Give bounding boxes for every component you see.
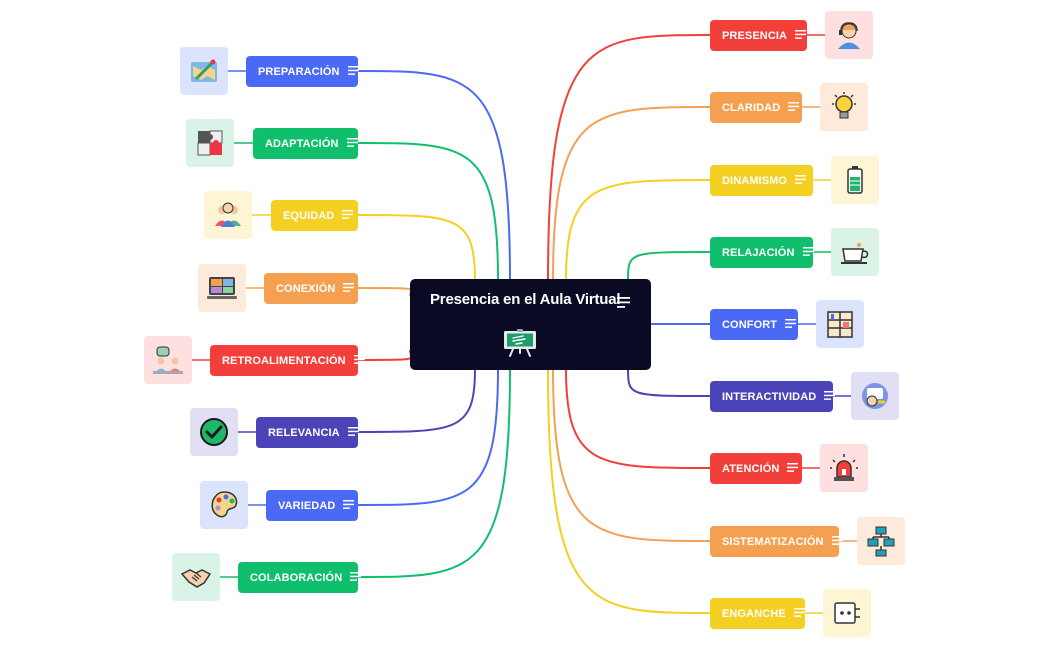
connector-line bbox=[357, 142, 499, 281]
topic-label: CLARIDAD bbox=[722, 101, 781, 114]
topic-presencia[interactable]: PRESENCIA bbox=[710, 20, 807, 51]
connector-line bbox=[565, 179, 711, 281]
topic-claridad[interactable]: CLARIDAD bbox=[710, 92, 802, 123]
presentation-board-icon bbox=[503, 329, 537, 362]
shelf-icon bbox=[816, 300, 864, 348]
topic-enganche[interactable]: ENGANCHE bbox=[710, 598, 805, 629]
connector-line bbox=[552, 368, 711, 542]
handshake-icon bbox=[172, 553, 220, 601]
connector-line bbox=[627, 251, 711, 281]
puzzle-icon bbox=[186, 119, 234, 167]
topic-label: ADAPTACIÓN bbox=[265, 137, 339, 150]
topic-sistematización[interactable]: SISTEMATIZACIÓN bbox=[710, 526, 843, 557]
notes-icon[interactable] bbox=[787, 462, 799, 475]
notes-icon[interactable] bbox=[824, 390, 836, 403]
topic-label: SISTEMATIZACIÓN bbox=[722, 535, 824, 548]
connector-line bbox=[627, 368, 711, 397]
topic-colaboración[interactable]: COLABORACIÓN bbox=[238, 562, 362, 593]
central-topic[interactable]: Presencia en el Aula Virtual bbox=[410, 279, 651, 370]
topic-label: RELAJACIÓN bbox=[722, 246, 795, 259]
notes-icon[interactable] bbox=[353, 354, 365, 367]
connector-line bbox=[547, 34, 711, 281]
topic-retroalimentación[interactable]: RETROALIMENTACIÓN bbox=[210, 345, 365, 376]
notes-icon[interactable] bbox=[343, 282, 355, 295]
topic-interactividad[interactable]: INTERACTIVIDAD bbox=[710, 381, 836, 412]
group-people-icon bbox=[204, 191, 252, 239]
topic-label: INTERACTIVIDAD bbox=[722, 390, 817, 403]
topic-relevancia[interactable]: RELEVANCIA bbox=[256, 417, 359, 448]
notes-icon[interactable] bbox=[802, 246, 814, 259]
notes-icon[interactable] bbox=[793, 607, 805, 620]
flowchart-icon bbox=[857, 517, 905, 565]
lightbulb-icon bbox=[820, 83, 868, 131]
central-topic-title: Presencia en el Aula Virtual bbox=[430, 291, 621, 308]
notes-icon[interactable] bbox=[342, 209, 354, 222]
topic-label: ATENCIÓN bbox=[722, 462, 780, 475]
topic-label: CONEXIÓN bbox=[276, 282, 336, 295]
notes-icon[interactable] bbox=[788, 101, 800, 114]
connector-line bbox=[565, 368, 711, 469]
notes-icon[interactable] bbox=[343, 499, 355, 512]
battery-icon bbox=[831, 156, 879, 204]
connector-line bbox=[547, 368, 711, 614]
notes-icon[interactable] bbox=[350, 571, 362, 584]
connector-line bbox=[357, 287, 413, 297]
notes-icon[interactable] bbox=[617, 295, 630, 313]
connector-line bbox=[357, 70, 511, 281]
connector-line bbox=[357, 368, 476, 433]
notes-icon[interactable] bbox=[795, 174, 807, 187]
alarm-siren-icon bbox=[820, 444, 868, 492]
person-headset-icon bbox=[825, 11, 873, 59]
notes-icon[interactable] bbox=[795, 29, 807, 42]
topic-relajación[interactable]: RELAJACIÓN bbox=[710, 237, 814, 268]
notes-icon[interactable] bbox=[347, 65, 359, 78]
video-call-icon bbox=[198, 264, 246, 312]
map-planning-icon bbox=[180, 47, 228, 95]
topic-preparación[interactable]: PREPARACIÓN bbox=[246, 56, 359, 87]
topic-adaptación[interactable]: ADAPTACIÓN bbox=[253, 128, 358, 159]
topic-label: COLABORACIÓN bbox=[250, 571, 343, 584]
connector-line bbox=[357, 214, 476, 282]
topic-atención[interactable]: ATENCIÓN bbox=[710, 453, 802, 484]
conversation-icon bbox=[144, 336, 192, 384]
connector-line bbox=[357, 368, 511, 578]
interaction-icon bbox=[851, 372, 899, 420]
power-socket-icon bbox=[823, 589, 871, 637]
topic-label: DINAMISMO bbox=[722, 174, 788, 187]
topic-label: PRESENCIA bbox=[722, 29, 788, 42]
topic-confort[interactable]: CONFORT bbox=[710, 309, 798, 340]
topic-conexión[interactable]: CONEXIÓN bbox=[264, 273, 358, 304]
connector-line bbox=[552, 106, 711, 281]
notes-icon[interactable] bbox=[346, 137, 358, 150]
check-circle-icon bbox=[190, 408, 238, 456]
notes-icon[interactable] bbox=[785, 318, 797, 331]
palette-icon bbox=[200, 481, 248, 529]
notes-icon[interactable] bbox=[831, 535, 843, 548]
topic-label: CONFORT bbox=[722, 318, 778, 331]
topic-label: ENGANCHE bbox=[722, 607, 786, 620]
connector-line bbox=[357, 368, 499, 506]
topic-label: RELEVANCIA bbox=[268, 426, 340, 439]
connector-line bbox=[357, 349, 413, 361]
topic-dinamismo[interactable]: DINAMISMO bbox=[710, 165, 813, 196]
topic-label: EQUIDAD bbox=[283, 209, 335, 222]
coffee-cup-icon bbox=[831, 228, 879, 276]
notes-icon[interactable] bbox=[347, 426, 359, 439]
topic-label: VARIEDAD bbox=[278, 499, 336, 512]
topic-label: RETROALIMENTACIÓN bbox=[222, 354, 346, 367]
topic-variedad[interactable]: VARIEDAD bbox=[266, 490, 358, 521]
topic-equidad[interactable]: EQUIDAD bbox=[271, 200, 358, 231]
topic-label: PREPARACIÓN bbox=[258, 65, 340, 78]
